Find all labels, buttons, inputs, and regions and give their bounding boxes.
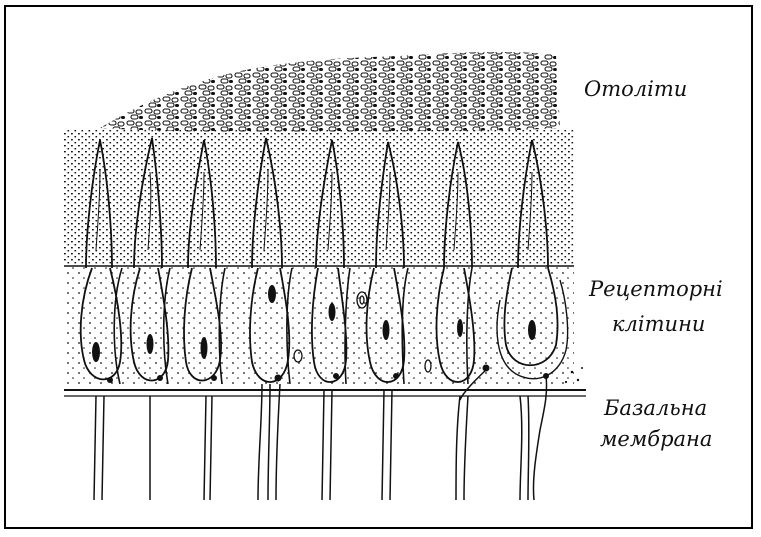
otolith-layer [100,52,560,132]
receptor-cells-label-line2: клітини [612,311,705,337]
basal-membrane [64,390,586,396]
basal-membrane-label-line2: мембрана [600,426,712,452]
basal-membrane-label-line1: Базальна [604,395,707,421]
otoliths-label: Отоліти [584,76,687,102]
receptor-cells-label-line1: Рецепторні [589,276,723,302]
